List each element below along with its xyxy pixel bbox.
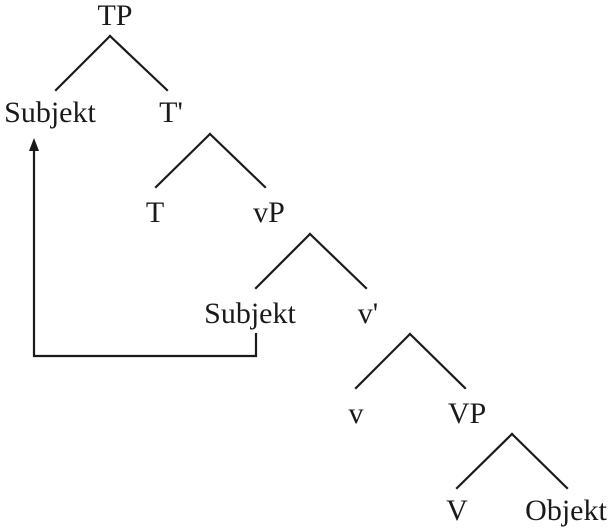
node-objekt: Objekt (525, 494, 607, 527)
edge-vp-objekt (510, 432, 569, 490)
node-v-big: V (446, 494, 468, 527)
node-vp-little: vP (253, 196, 285, 229)
tree-edges (54, 34, 569, 490)
edge-vp-vbar (308, 232, 368, 290)
node-t: T (146, 196, 164, 229)
edge-vbar-vp (408, 332, 467, 390)
node-v: v (349, 397, 364, 430)
node-vp-big: VP (448, 397, 486, 430)
edge-tp-subjekt (54, 34, 112, 92)
edge-tbar-t (154, 132, 212, 189)
arrow-head-icon (29, 138, 39, 151)
node-subjekt-top: Subjekt (4, 96, 96, 129)
node-tp: TP (97, 0, 132, 32)
node-subjekt-base: Subjekt (204, 297, 296, 330)
edge-vp-verb (455, 432, 514, 490)
tree-nodes: TP Subjekt T' T vP Subjekt v' v VP V Obj… (4, 0, 607, 527)
edge-vbar-v (354, 332, 412, 390)
edge-tp-tbar (108, 34, 169, 92)
edge-tbar-vp (208, 132, 267, 189)
movement-arrow (29, 138, 258, 358)
node-t-bar: T' (159, 96, 183, 129)
movement-arrow-path (32, 150, 258, 358)
node-v-bar: v' (358, 297, 378, 330)
edge-vp-subjekt (254, 232, 312, 290)
